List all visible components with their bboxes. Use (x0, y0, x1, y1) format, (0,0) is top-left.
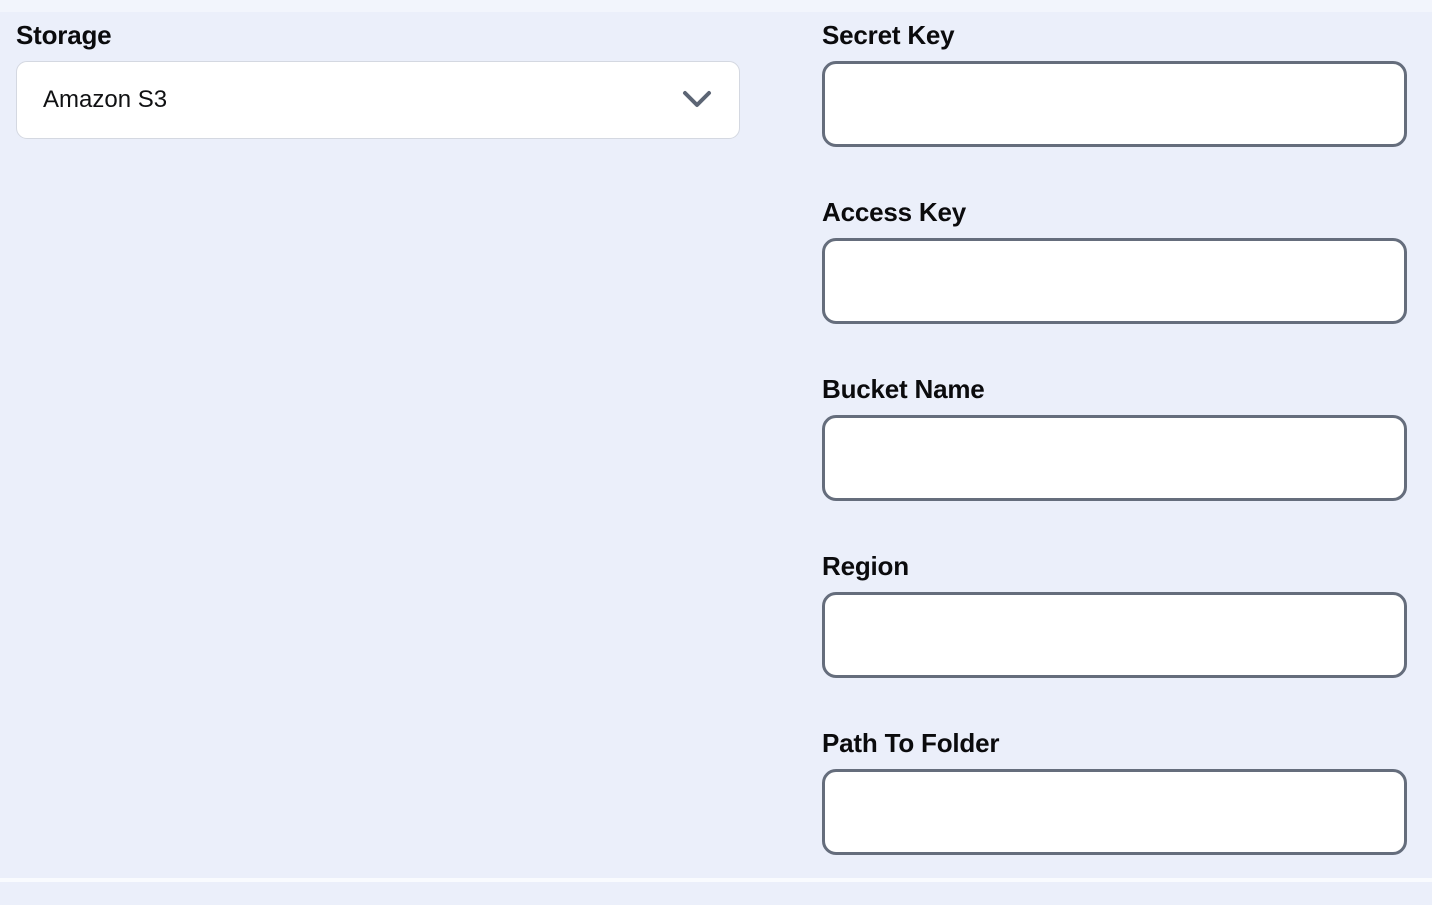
bucket-name-label: Bucket Name (822, 374, 985, 404)
storage-dropdown[interactable]: Amazon S3 (16, 61, 740, 139)
bucket-name-input[interactable] (822, 415, 1407, 501)
field-group-bucket-name: Bucket Name (822, 374, 1407, 501)
path-to-folder-label: Path To Folder (822, 728, 1000, 758)
credentials-section: Secret Key Access Key Bucket Name Region… (822, 20, 1407, 905)
top-edge-highlight (0, 0, 1432, 12)
storage-dropdown-value: Amazon S3 (43, 86, 168, 113)
chevron-down-icon (681, 90, 713, 110)
path-to-folder-input[interactable] (822, 769, 1407, 855)
field-group-path-to-folder: Path To Folder (822, 728, 1407, 855)
region-input[interactable] (822, 592, 1407, 678)
field-group-region: Region (822, 551, 1407, 678)
storage-label: Storage (16, 20, 112, 50)
region-label: Region (822, 551, 909, 581)
field-group-secret-key: Secret Key (822, 20, 1407, 147)
storage-section: Storage Amazon S3 (16, 20, 740, 139)
secret-key-input[interactable] (822, 61, 1407, 147)
secret-key-label: Secret Key (822, 20, 955, 50)
bottom-edge-highlight (0, 878, 1432, 882)
field-group-access-key: Access Key (822, 197, 1407, 324)
access-key-input[interactable] (822, 238, 1407, 324)
access-key-label: Access Key (822, 197, 966, 227)
